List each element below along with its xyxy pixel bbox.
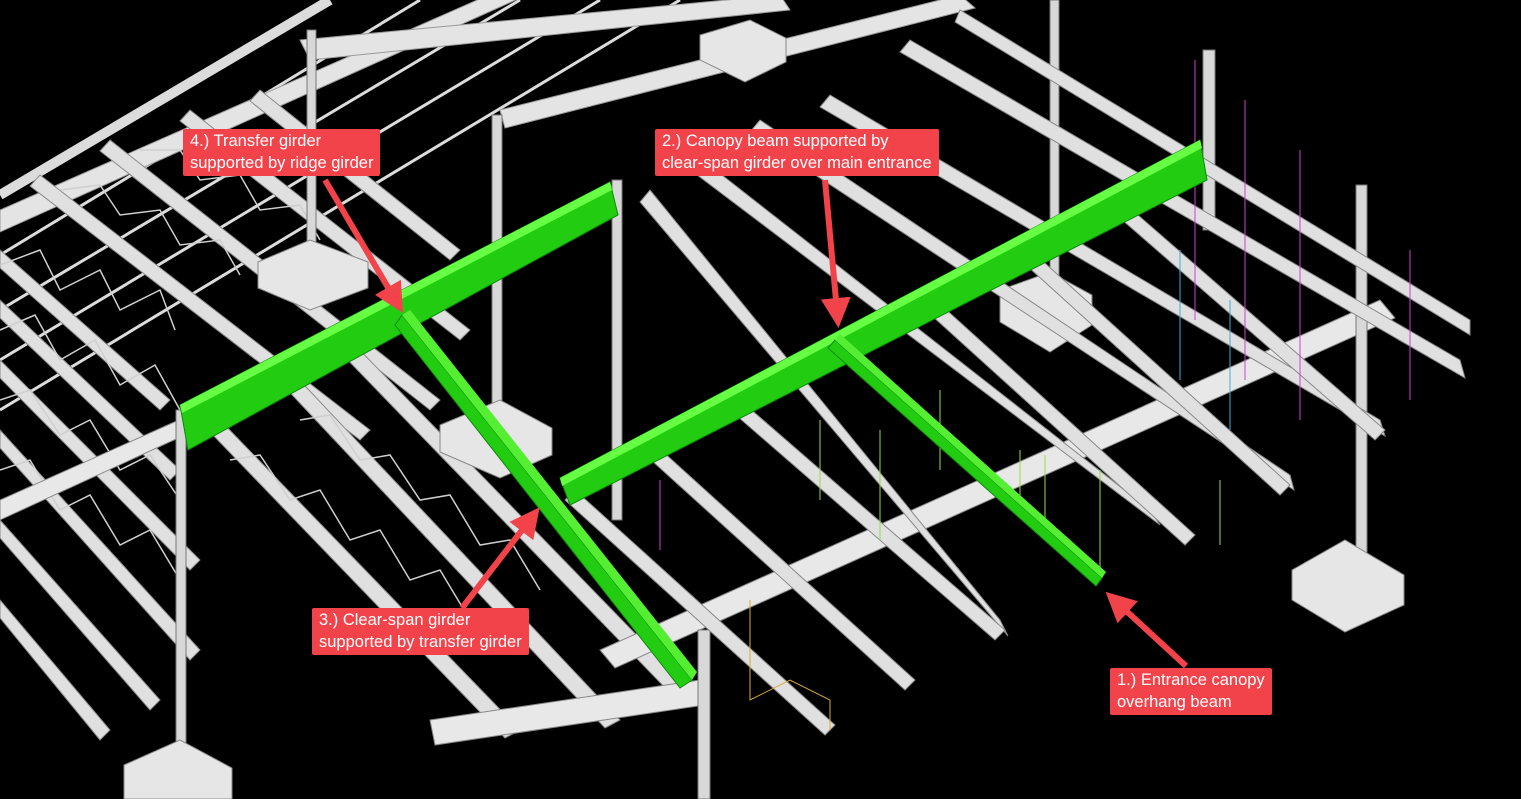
truss-webs [0,149,541,621]
detail-lines [659,60,1411,730]
callout-overhang-beam: 1.) Entrance canopy overhang beam [1110,668,1272,715]
callout-arrows [322,178,1189,669]
callout-line: overhang beam [1117,692,1232,711]
callout-line: 1.) Entrance canopy [1117,671,1265,689]
callout-line: supported by ridge girder [190,153,374,172]
callout-clear-span-girder: 3.) Clear-span girder supported by trans… [312,608,529,655]
arrow-3 [459,507,540,610]
callout-line: clear-span girder over main entrance [662,153,932,172]
clear-span-girder [394,314,693,689]
callout-line: supported by transfer girder [319,632,522,651]
highlighted-members [179,139,1208,689]
callout-transfer-girder: 4.) Transfer girder supported by ridge g… [183,129,381,176]
arrow-4 [322,178,404,314]
callout-line: 3.) Clear-span girder [319,611,471,629]
roof-beams-right [564,9,1471,736]
callout-line: 4.) Transfer girder [190,132,322,150]
arrow-1 [1105,591,1189,669]
arrow-2 [820,179,851,328]
callout-line: 2.) Canopy beam supported by [662,132,889,150]
callout-canopy-beam: 2.) Canopy beam supported by clear-span … [655,129,939,176]
